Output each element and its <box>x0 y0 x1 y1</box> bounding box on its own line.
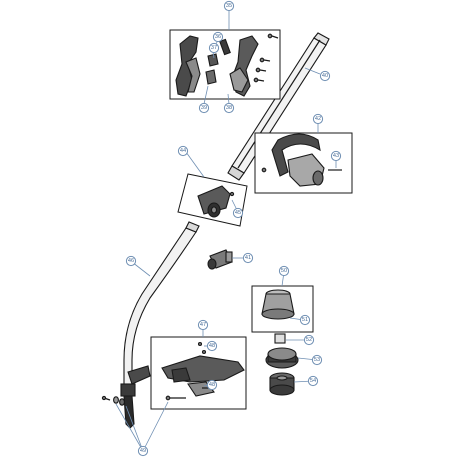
svg-text:46: 46 <box>128 258 134 264</box>
assist-handle <box>261 133 342 187</box>
coupler <box>197 185 235 218</box>
svg-text:53: 53 <box>314 357 320 363</box>
svg-text:44: 44 <box>180 148 186 154</box>
svg-text:45: 45 <box>235 210 241 216</box>
svg-text:43: 43 <box>333 153 339 159</box>
svg-text:39: 39 <box>201 105 207 111</box>
callout-52: 52 <box>303 334 315 346</box>
callout-38: 38 <box>223 102 235 114</box>
callout-43: 43 <box>330 150 342 162</box>
callout-47: 47 <box>197 319 209 331</box>
svg-text:48: 48 <box>209 382 215 388</box>
callout-49: 49 <box>137 445 149 457</box>
spool-assembly <box>265 333 299 396</box>
svg-text:38: 38 <box>226 105 232 111</box>
svg-text:36: 36 <box>215 34 221 40</box>
svg-text:37: 37 <box>211 45 217 51</box>
svg-text:52: 52 <box>306 337 312 343</box>
callout-36: 36 <box>212 31 224 43</box>
handle-housing-halves <box>175 35 259 97</box>
svg-text:51: 51 <box>302 317 308 323</box>
callout-40: 40 <box>319 70 331 82</box>
svg-text:42: 42 <box>315 116 321 122</box>
callout-48-top: 48 <box>206 340 218 352</box>
shaft-adapter <box>207 249 233 270</box>
svg-text:41: 41 <box>245 255 251 261</box>
svg-text:50: 50 <box>281 268 287 274</box>
callout-39: 39 <box>198 102 210 114</box>
svg-text:48: 48 <box>209 343 215 349</box>
callout-37: 37 <box>208 42 220 54</box>
housing-screws <box>253 33 279 83</box>
svg-text:35: 35 <box>226 3 232 9</box>
callout-54: 54 <box>307 375 319 387</box>
callout-46: 46 <box>125 255 137 267</box>
svg-text:40: 40 <box>322 73 328 79</box>
debris-guard <box>161 341 245 397</box>
callout-50: 50 <box>278 265 290 277</box>
svg-text:47: 47 <box>200 322 206 328</box>
fasteners <box>101 395 186 406</box>
svg-text:49: 49 <box>140 448 146 454</box>
callout-44: 44 <box>177 145 189 157</box>
callout-41: 41 <box>242 252 254 264</box>
callout-48-bottom: 48 <box>206 379 218 391</box>
callout-35: 35 <box>223 0 235 12</box>
callout-45: 45 <box>232 207 244 219</box>
callout-51: 51 <box>299 314 311 326</box>
callout-53: 53 <box>311 354 323 366</box>
trimmer-head-cap <box>261 289 295 320</box>
callout-42: 42 <box>312 113 324 125</box>
svg-text:54: 54 <box>310 378 316 384</box>
